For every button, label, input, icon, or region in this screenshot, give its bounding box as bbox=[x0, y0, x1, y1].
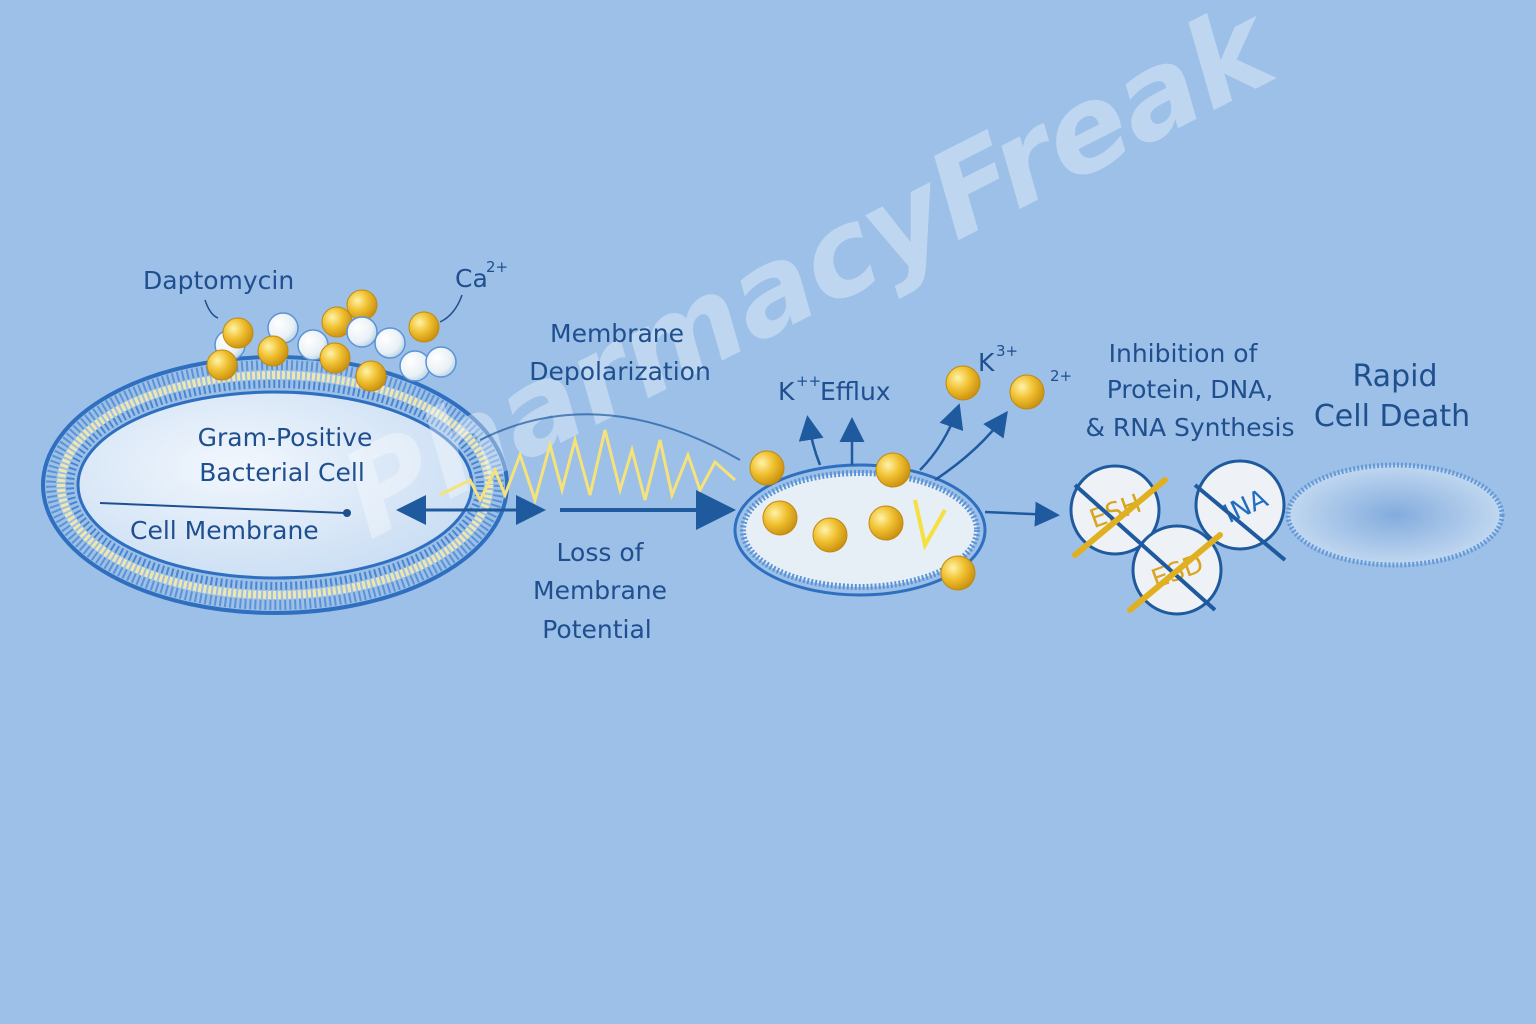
dead-cell bbox=[1285, 462, 1505, 568]
loss-line2: Membrane bbox=[533, 576, 667, 605]
ion-k-charge: 3+ bbox=[996, 342, 1018, 360]
blocked-synthesis: ESH ESD INA bbox=[1069, 459, 1287, 616]
depolarized-cell bbox=[733, 463, 987, 597]
ion-charge-2: 2+ bbox=[1050, 367, 1072, 385]
gram-positive-cell bbox=[41, 355, 509, 615]
depolarization-wave bbox=[439, 429, 737, 506]
inhibition-line2: Protein, DNA, bbox=[1107, 375, 1274, 404]
cell-membrane-pointer bbox=[99, 502, 346, 514]
daptomycin-label: Daptomycin bbox=[143, 266, 294, 295]
inhibition-arrow bbox=[984, 501, 1060, 527]
efflux-arrows bbox=[798, 403, 1008, 482]
inhibition-line1: Inhibition of bbox=[1109, 339, 1259, 368]
efflux-k: K bbox=[778, 377, 795, 406]
cell-death-line2: Cell Death bbox=[1314, 399, 1470, 434]
daptomycin-molecules bbox=[206, 289, 457, 392]
inhibition-line3: & RNA Synthesis bbox=[1085, 413, 1294, 442]
loss-line3: Potential bbox=[542, 615, 652, 644]
loss-line1: Loss of bbox=[557, 538, 645, 567]
ion-k-label: K bbox=[978, 348, 995, 377]
cell-death-line1: Rapid bbox=[1353, 359, 1438, 394]
cell-membrane-label: Cell Membrane bbox=[130, 516, 319, 545]
efflux-charge: ++ bbox=[796, 372, 821, 390]
cell-title-line1: Gram-Positive bbox=[198, 423, 373, 452]
depolarization-line1: Membrane bbox=[550, 319, 684, 348]
efflux-word: Efflux bbox=[820, 377, 891, 406]
potassium-ions bbox=[749, 365, 1045, 591]
calcium-label: Ca bbox=[455, 264, 488, 293]
depolarization-line2: Depolarization bbox=[529, 357, 711, 386]
calcium-charge: 2+ bbox=[486, 258, 508, 276]
cell-title-line2: Bacterial Cell bbox=[199, 458, 365, 487]
